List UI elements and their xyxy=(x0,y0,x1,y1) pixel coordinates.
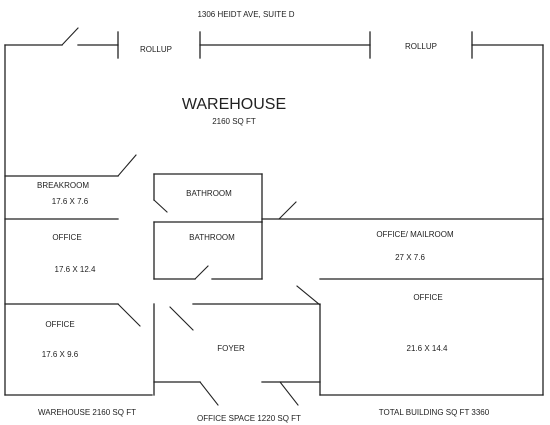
top-entry-door xyxy=(61,27,79,46)
breakroom-door xyxy=(117,154,137,177)
foyer-door xyxy=(169,306,194,331)
rollup-left-label: ROLLUP xyxy=(140,45,172,54)
front-door-left xyxy=(199,381,219,406)
office-bottom-left-name: OFFICE xyxy=(45,320,74,329)
office-right-name: OFFICE xyxy=(413,293,442,302)
foyer-name: FOYER xyxy=(217,344,245,353)
door-swings xyxy=(61,27,321,406)
mailroom-door xyxy=(278,201,297,220)
footer-total-building: TOTAL BUILDING SQ FT 3360 xyxy=(379,408,490,417)
office-right-dims: 21.6 X 14.4 xyxy=(407,344,448,353)
footer-warehouse-total: WAREHOUSE 2160 SQ FT xyxy=(38,408,136,417)
mailroom-name: OFFICE/ MAILROOM xyxy=(376,230,454,239)
office-left-dims: 17.6 X 12.4 xyxy=(55,265,96,274)
office-right-door xyxy=(296,285,321,306)
footer-office-space: OFFICE SPACE 1220 SQ FT xyxy=(197,414,301,423)
office-left-name: OFFICE xyxy=(52,233,81,242)
interior-walls xyxy=(4,173,544,396)
office-left-door xyxy=(117,303,141,327)
mailroom-dims: 27 X 7.6 xyxy=(395,253,425,262)
warehouse-title: WAREHOUSE xyxy=(182,96,286,113)
front-door-right xyxy=(279,381,299,406)
office-bottom-left-dims: 17.6 X 9.6 xyxy=(42,350,79,359)
breakroom-name: BREAKROOM xyxy=(37,181,89,190)
rollup-right-label: ROLLUP xyxy=(405,42,437,51)
bathroom2-name: BATHROOM xyxy=(189,233,235,242)
bathroom2-door xyxy=(194,265,209,280)
breakroom-dims: 17.6 X 7.6 xyxy=(52,197,89,206)
address-label: 1306 HEIDT AVE, SUITE D xyxy=(197,10,294,19)
bathroom1-name: BATHROOM xyxy=(186,189,232,198)
warehouse-area: 2160 SQ FT xyxy=(212,117,256,126)
bathroom1-door xyxy=(153,199,168,213)
outer-walls xyxy=(4,44,544,396)
rollup-door-jambs xyxy=(117,31,473,59)
